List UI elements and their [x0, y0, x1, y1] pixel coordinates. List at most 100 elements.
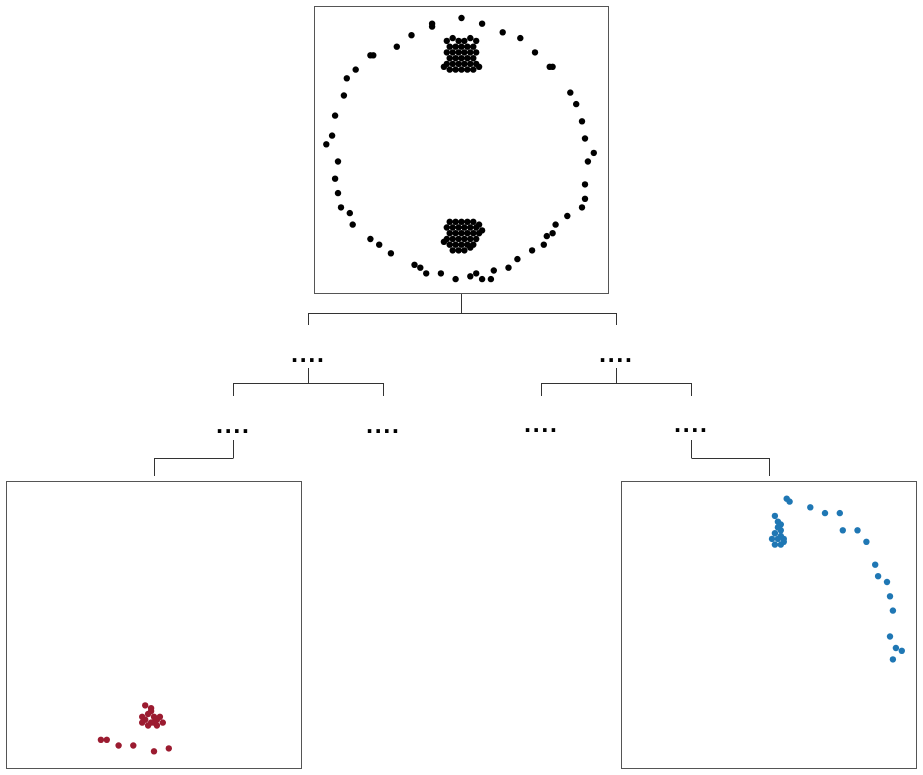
root-point: [449, 34, 456, 42]
right-leaf-point: [892, 644, 900, 652]
root-point: [376, 241, 383, 248]
root-point: [461, 224, 468, 231]
root-point: [461, 49, 468, 56]
root-point: [473, 49, 480, 56]
left-leaf-point: [150, 748, 158, 755]
root-point: [423, 270, 430, 277]
root-point: [458, 230, 465, 237]
level2-node-3: ....: [524, 413, 558, 437]
root-point: [452, 66, 459, 73]
root-point: [334, 158, 342, 165]
root-point: [452, 43, 459, 50]
left-leaf-point: [144, 710, 152, 718]
root-point: [470, 55, 477, 62]
root-point: [573, 100, 580, 108]
root-point: [455, 247, 462, 254]
root-point: [408, 32, 415, 39]
root-point: [458, 218, 465, 225]
root-scatter-points: [323, 14, 597, 283]
root-point: [564, 212, 571, 220]
left-leaf-point: [147, 705, 155, 712]
root-point: [387, 250, 395, 257]
root-point: [458, 43, 465, 50]
root-point: [552, 221, 559, 228]
root-point: [464, 66, 471, 73]
left-leaf-point: [103, 736, 111, 743]
root-point: [328, 132, 336, 139]
root-point: [467, 60, 474, 68]
left-leaf-point: [156, 713, 164, 720]
right-leaf-point: [807, 504, 814, 511]
root-point: [449, 247, 456, 254]
root-point: [440, 63, 448, 70]
left-leaf-point: [139, 713, 146, 720]
root-point: [461, 37, 468, 45]
root-point: [478, 20, 486, 27]
root-point: [446, 230, 453, 237]
root-point: [467, 244, 474, 251]
root-point: [473, 270, 480, 277]
root-point: [467, 224, 474, 231]
root-point: [581, 135, 589, 142]
root-point: [473, 224, 480, 231]
right-leaf-point: [872, 561, 879, 568]
root-point: [473, 37, 480, 45]
root-point: [452, 275, 459, 283]
root-point: [446, 43, 453, 50]
right-leaf-point: [821, 509, 829, 517]
root-point: [455, 49, 462, 56]
level1-node-left: ....: [291, 343, 325, 367]
root-point: [464, 43, 471, 50]
root-point: [446, 55, 453, 62]
root-point: [446, 218, 453, 225]
left-leaf-point: [97, 736, 105, 743]
root-point: [455, 224, 462, 231]
right-leaf-point: [883, 578, 891, 586]
right-leaf-point: [768, 535, 776, 543]
root-point: [470, 218, 477, 225]
root-point: [475, 63, 483, 70]
right-leaf-point: [889, 607, 897, 614]
left-leaf-point: [142, 702, 149, 709]
root-point: [467, 49, 474, 56]
root-point: [417, 264, 424, 271]
right-leaf-point: [771, 512, 779, 520]
root-point: [343, 75, 350, 82]
root-point: [464, 218, 471, 225]
root-point: [464, 230, 471, 237]
root-point: [478, 227, 486, 234]
root-point: [446, 241, 453, 248]
root-point: [473, 235, 480, 243]
left-leaf-point: [159, 719, 166, 726]
right-leaf-scatter-panel: [621, 481, 917, 769]
root-point: [467, 235, 474, 243]
root-point: [367, 235, 374, 243]
right-leaf-point: [780, 538, 787, 545]
root-point: [470, 230, 477, 237]
root-point: [461, 235, 468, 243]
left-leaf-point: [115, 742, 122, 749]
root-point: [452, 241, 459, 248]
root-point: [346, 209, 353, 217]
root-point: [470, 66, 477, 73]
root-point: [581, 181, 589, 188]
root-point: [455, 235, 462, 243]
root-point: [464, 55, 471, 62]
root-point: [449, 60, 456, 68]
root-point: [449, 224, 456, 231]
left-leaf-point: [153, 722, 161, 729]
root-point: [578, 204, 586, 211]
right-leaf-point: [771, 530, 779, 537]
root-point: [467, 273, 474, 280]
root-point: [446, 66, 453, 73]
root-point: [331, 175, 339, 182]
root-point: [323, 141, 330, 148]
root-point: [528, 247, 536, 254]
right-leaf-point: [839, 527, 846, 534]
root-point: [543, 232, 550, 240]
root-point: [452, 218, 459, 225]
root-point: [458, 14, 465, 22]
root-point: [455, 37, 462, 45]
root-point: [370, 52, 377, 59]
